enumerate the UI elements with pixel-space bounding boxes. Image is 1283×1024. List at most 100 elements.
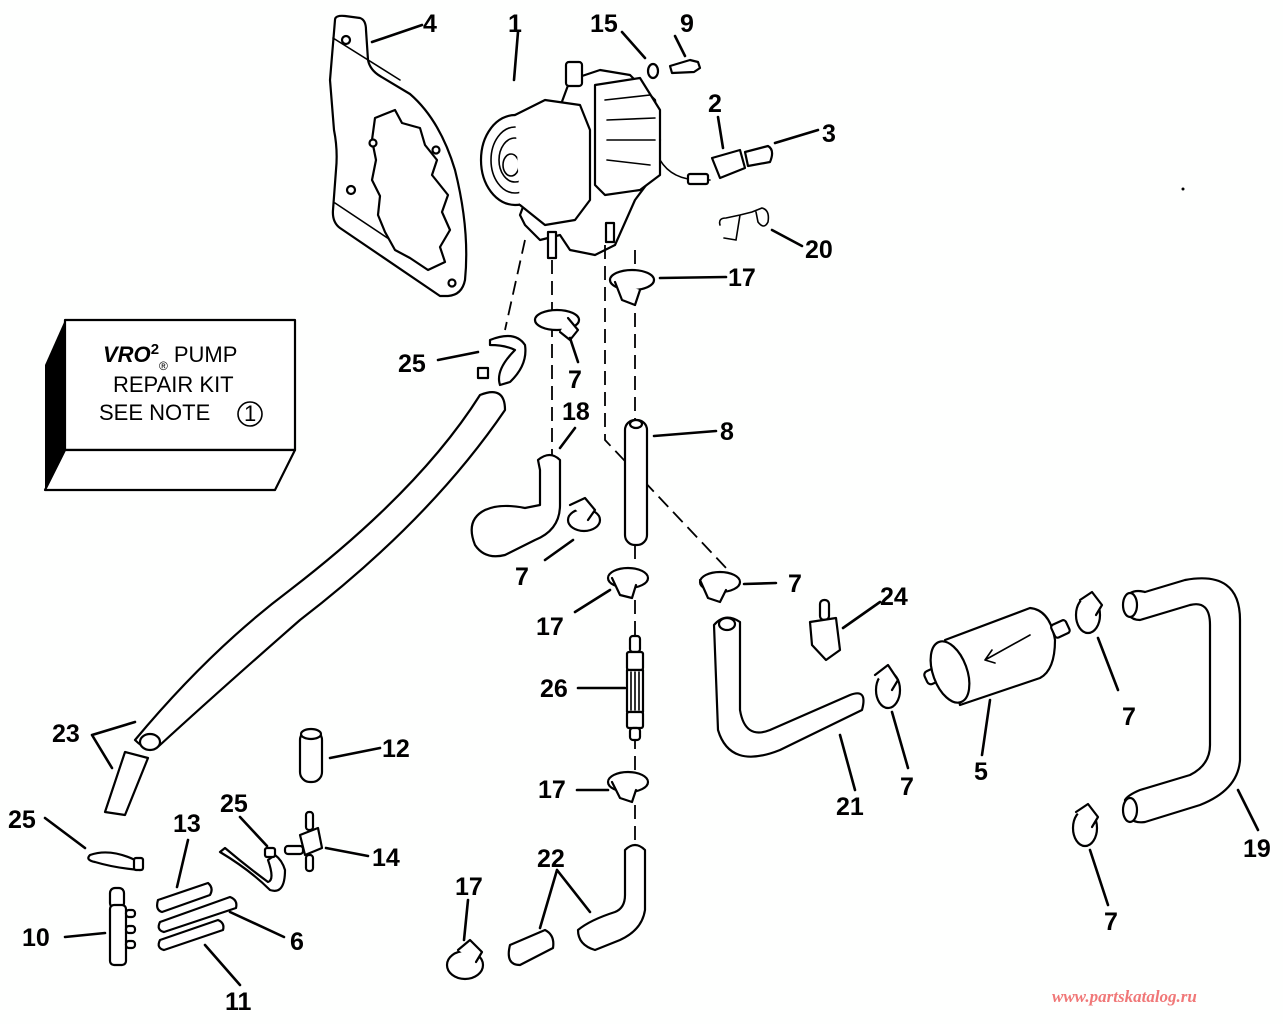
- callout-8[interactable]: 8: [720, 418, 734, 446]
- callout-4[interactable]: 4: [423, 10, 437, 38]
- leader-7: [1088, 848, 1110, 907]
- tee-fitting: [283, 810, 324, 873]
- callout-11[interactable]: 11: [225, 988, 252, 1016]
- hose-clamp: [606, 770, 650, 804]
- hose-18: [470, 453, 562, 558]
- hose-21: [712, 616, 865, 758]
- leader-7: [543, 538, 575, 562]
- callout-25b[interactable]: 25: [220, 790, 248, 818]
- callout-7e[interactable]: 7: [1122, 703, 1136, 731]
- leader-9: [673, 34, 687, 58]
- hose-clamp: [1071, 802, 1100, 848]
- leader-13: [175, 838, 190, 889]
- leader-7: [568, 336, 580, 364]
- callout-25c[interactable]: 25: [8, 806, 36, 834]
- hose-clamp: [698, 570, 742, 604]
- callout-17d[interactable]: 17: [455, 873, 483, 901]
- callout-9[interactable]: 9: [680, 10, 694, 38]
- manifold-fitting: [108, 886, 137, 967]
- callout-7c[interactable]: 7: [788, 570, 802, 598]
- callout-26[interactable]: 26: [540, 675, 568, 703]
- callout-6[interactable]: 6: [290, 928, 304, 956]
- leader-24: [841, 600, 882, 630]
- kit-line-3: SEE NOTE: [99, 400, 210, 425]
- hose-clamp: [873, 663, 902, 710]
- callout-23[interactable]: 23: [52, 720, 80, 748]
- leader-12: [328, 746, 382, 760]
- callout-7d[interactable]: 7: [900, 773, 914, 801]
- fuel-pump: [479, 60, 711, 260]
- leader-6: [228, 910, 286, 939]
- leader-25: [238, 815, 269, 848]
- note-number: 1: [244, 401, 256, 426]
- leader-8: [652, 429, 718, 438]
- callout-1[interactable]: 1: [508, 10, 522, 38]
- leader-7: [890, 710, 910, 770]
- callout-18[interactable]: 18: [562, 398, 590, 426]
- leader-19: [1236, 788, 1260, 832]
- hose-clamp: [533, 308, 581, 342]
- callout-17a[interactable]: 17: [728, 264, 756, 292]
- inline-filter: [625, 634, 645, 742]
- callout-5[interactable]: 5: [974, 758, 988, 786]
- retainer-clip: [718, 207, 770, 241]
- mounting-bracket: [328, 14, 468, 298]
- tie-strap: [488, 334, 527, 387]
- callout-12[interactable]: 12: [382, 735, 410, 763]
- callout-21[interactable]: 21: [836, 793, 864, 821]
- leader-17: [573, 588, 612, 614]
- plug-top: [299, 727, 323, 741]
- callout-13[interactable]: 13: [173, 810, 201, 838]
- callout-17b[interactable]: 17: [536, 613, 564, 641]
- callout-25a[interactable]: 25: [398, 350, 426, 378]
- tie-strap: [218, 846, 287, 892]
- leader-14: [324, 846, 370, 858]
- callout-7b[interactable]: 7: [515, 563, 529, 591]
- callout-22[interactable]: 22: [537, 845, 565, 873]
- leader-4: [370, 23, 424, 44]
- hose-end: [1121, 591, 1139, 619]
- hose-22-bent: [576, 843, 647, 952]
- tie-strap-lock: [132, 856, 145, 872]
- repair-kit-box: [43, 318, 297, 492]
- kit-registered: ®: [159, 359, 168, 373]
- callout-17c[interactable]: 17: [538, 776, 566, 804]
- callout-2[interactable]: 2: [708, 90, 722, 118]
- leader-5: [980, 698, 992, 757]
- hose-clamp: [566, 496, 602, 533]
- callout-3[interactable]: 3: [822, 120, 836, 148]
- watermark: www.partskatalog.ru: [1052, 987, 1197, 1006]
- note-circle: [237, 401, 263, 427]
- fuel-filter: [923, 606, 1071, 707]
- hose-clamp: [608, 268, 656, 307]
- leader-18: [558, 426, 577, 450]
- leader-25: [436, 350, 480, 362]
- leader-17: [658, 275, 728, 280]
- hose-19: [1123, 577, 1242, 824]
- hose-23-short: [103, 750, 150, 817]
- callout-24[interactable]: 24: [880, 583, 908, 611]
- dashed-guide: [604, 245, 729, 571]
- hose-clamp: [606, 566, 650, 600]
- check-valve: [808, 598, 842, 662]
- leader-15: [620, 30, 647, 60]
- kit-line-1: VRO2®PUMP: [103, 341, 237, 373]
- leader-1: [512, 30, 520, 82]
- callout-7a[interactable]: 7: [568, 366, 582, 394]
- callout-19[interactable]: 19: [1243, 835, 1271, 863]
- callout-10[interactable]: 10: [22, 924, 50, 952]
- leader-7: [742, 581, 778, 586]
- leader-23: [90, 720, 137, 770]
- hose-22-straight: [507, 928, 555, 967]
- hose-end: [717, 616, 737, 632]
- hose-11: [157, 918, 225, 952]
- leader-2: [716, 115, 725, 150]
- tie-strap-lock: [476, 366, 490, 380]
- callout-20[interactable]: 20: [805, 236, 833, 264]
- callout-15[interactable]: 15: [590, 10, 618, 38]
- hose-clamp: [1074, 590, 1104, 635]
- hose-end: [1121, 796, 1139, 824]
- callout-7f[interactable]: 7: [1104, 908, 1118, 936]
- callout-14[interactable]: 14: [372, 844, 400, 872]
